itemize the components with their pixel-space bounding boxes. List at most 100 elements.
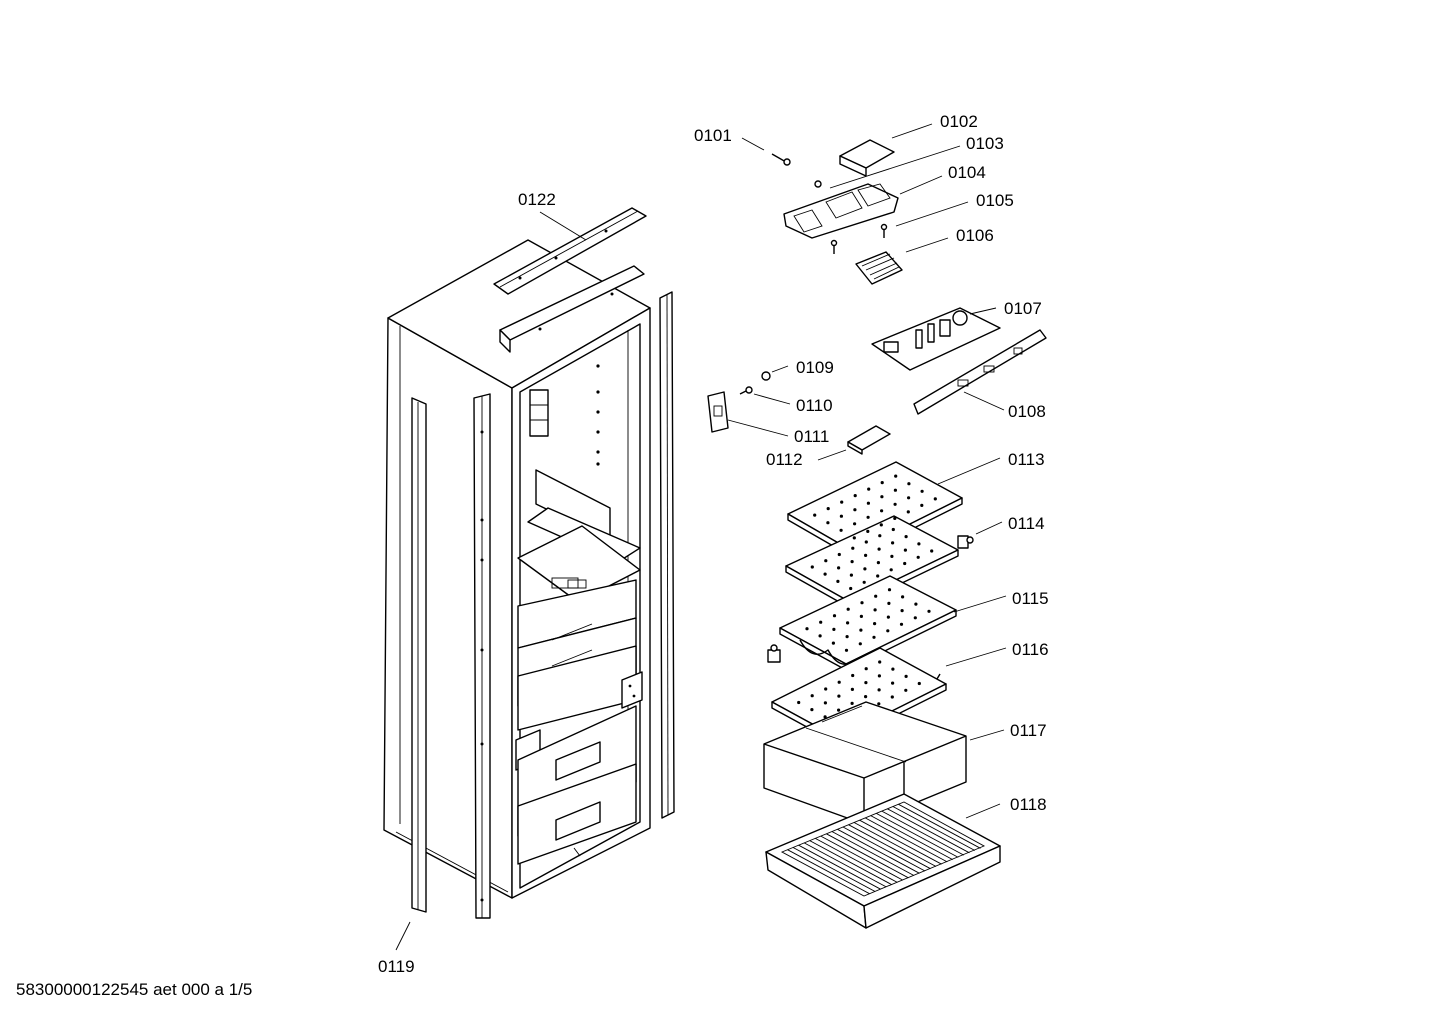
perforation-dot bbox=[818, 634, 822, 638]
perforation-dot bbox=[862, 580, 866, 584]
tray-rib bbox=[881, 810, 965, 856]
tray-rib bbox=[876, 813, 959, 858]
label-0119: 0119 bbox=[378, 957, 415, 976]
document-code: 58300000122545 aet 000 a 1/5 bbox=[16, 980, 253, 999]
label-0118: 0118 bbox=[1010, 795, 1047, 814]
label-0102: 0102 bbox=[940, 112, 978, 131]
perforation-dot bbox=[810, 708, 814, 712]
perforation-dot bbox=[824, 559, 828, 563]
screw-0101 bbox=[771, 153, 791, 166]
trim-strips bbox=[411, 291, 675, 919]
drip-tray-0118 bbox=[765, 793, 1001, 929]
perforation-dot bbox=[877, 547, 881, 551]
perforation-dot bbox=[879, 523, 883, 527]
perforation-dot bbox=[904, 674, 908, 679]
perforation-dot bbox=[837, 708, 841, 712]
shelf-bracket-0114 bbox=[957, 535, 974, 549]
perforation-dot bbox=[831, 641, 836, 645]
label-0109: 0109 bbox=[796, 358, 834, 377]
perforation-dot bbox=[873, 608, 877, 612]
control-panel-0108 bbox=[913, 329, 1047, 415]
perforation-dot bbox=[920, 503, 924, 507]
leader-lines bbox=[395, 123, 1007, 951]
cover-0112 bbox=[847, 425, 891, 455]
perforation-dot bbox=[860, 601, 864, 605]
perforation-dot bbox=[891, 667, 895, 671]
perforation-dot bbox=[903, 548, 908, 552]
perforation-dot bbox=[914, 602, 918, 606]
perforation-dot bbox=[824, 687, 828, 691]
screw-0103 bbox=[814, 180, 822, 188]
perforation-dot bbox=[844, 648, 849, 652]
perforation-dot bbox=[858, 642, 862, 646]
perforation-dot bbox=[890, 695, 894, 699]
perforation-dot bbox=[823, 715, 827, 719]
perforation-dot bbox=[851, 673, 855, 678]
tray-rib bbox=[820, 835, 904, 881]
perforation-dot bbox=[933, 497, 937, 501]
perforation-dot bbox=[849, 586, 853, 591]
perforation-dot bbox=[823, 572, 827, 576]
perforation-dot bbox=[886, 615, 891, 619]
label-0115: 0115 bbox=[1012, 589, 1049, 608]
perforation-dot bbox=[845, 635, 849, 639]
perforation-dot bbox=[917, 542, 921, 546]
tray-rib bbox=[842, 826, 926, 872]
lamp-housing-0104 bbox=[783, 183, 899, 239]
label-0107: 0107 bbox=[1004, 299, 1042, 318]
tray-rib bbox=[859, 819, 942, 865]
perforation-dot bbox=[890, 554, 894, 559]
perforation-dot bbox=[859, 628, 863, 632]
perforation-dot bbox=[913, 616, 917, 620]
perforation-dot bbox=[887, 588, 892, 592]
control-board-0107 bbox=[871, 307, 1001, 371]
perforation-dot bbox=[904, 688, 908, 692]
shelf-perforations bbox=[797, 474, 937, 726]
tray-rib bbox=[887, 808, 970, 854]
perforation-dot bbox=[873, 622, 877, 626]
perforation-dot bbox=[930, 549, 934, 553]
perforation-dot bbox=[872, 635, 876, 639]
perforation-dot bbox=[797, 700, 801, 705]
tray-rib bbox=[826, 833, 909, 879]
perforation-dot bbox=[837, 552, 841, 557]
tray-rib bbox=[848, 824, 931, 870]
perforation-dot bbox=[893, 502, 897, 506]
perforation-dot bbox=[907, 482, 911, 486]
label-0110: 0110 bbox=[796, 396, 833, 415]
perforation-dot bbox=[850, 701, 854, 706]
perforation-dot bbox=[877, 702, 881, 706]
label-0108: 0108 bbox=[1008, 402, 1046, 421]
perforation-dot bbox=[864, 553, 868, 558]
light-cover-0102 bbox=[839, 139, 895, 177]
perforation-dot bbox=[864, 667, 868, 671]
perforation-dot bbox=[891, 541, 895, 545]
perforation-dot bbox=[880, 481, 884, 485]
perforation-dot bbox=[837, 566, 841, 570]
perforation-dot bbox=[866, 529, 870, 534]
perforation-dot bbox=[899, 622, 904, 626]
perforation-dot bbox=[837, 694, 841, 698]
perforation-dot bbox=[810, 694, 814, 698]
screw-0110 bbox=[739, 386, 753, 395]
perforation-dot bbox=[853, 522, 857, 526]
perforation-dot bbox=[876, 561, 881, 565]
perforation-dot bbox=[877, 688, 881, 692]
perforation-dot bbox=[900, 609, 904, 613]
tray-rib bbox=[792, 847, 876, 892]
bracket-0115b bbox=[767, 644, 781, 663]
label-0101: 0101 bbox=[694, 126, 732, 145]
tray-rib bbox=[809, 840, 892, 885]
perforation-dot bbox=[826, 507, 830, 511]
perforation-dot bbox=[823, 701, 828, 705]
label-0122: 0122 bbox=[518, 190, 556, 209]
label-0106: 0106 bbox=[956, 226, 994, 245]
label-0112: 0112 bbox=[766, 450, 803, 469]
perforation-dot bbox=[852, 536, 856, 540]
perforation-dot bbox=[880, 509, 884, 513]
perforation-dot bbox=[850, 560, 854, 564]
perforation-dot bbox=[876, 574, 880, 578]
crisper-bins-0117 bbox=[763, 701, 967, 825]
label-0105: 0105 bbox=[976, 191, 1014, 210]
